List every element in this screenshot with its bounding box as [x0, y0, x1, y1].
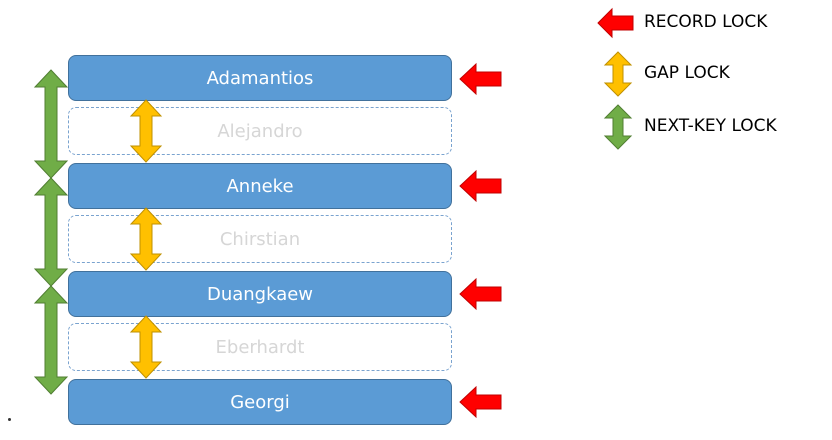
gap-row: Eberhardt	[68, 323, 452, 371]
next-key-lock-arrow-icon	[33, 285, 69, 395]
record-row: Adamantios	[68, 55, 452, 101]
record-row: Duangkaew	[68, 271, 452, 317]
legend-record-lock-icon	[597, 7, 634, 39]
gap-row: Alejandro	[68, 107, 452, 155]
record-lock-arrow-icon	[459, 169, 502, 203]
gap-row: Chirstian	[68, 215, 452, 263]
legend-next-key-lock-label: NEXT-KEY LOCK	[644, 116, 777, 136]
record-lock-arrow-icon	[459, 62, 502, 96]
legend-next-key-lock-icon	[603, 104, 633, 150]
next-key-lock-arrow-icon	[33, 69, 69, 179]
legend-gap-lock-label: GAP LOCK	[644, 63, 730, 83]
gap-lock-arrow-icon	[129, 315, 163, 379]
record-lock-arrow-icon	[459, 385, 502, 419]
record-row: Georgi	[68, 379, 452, 425]
gap-lock-arrow-icon	[129, 99, 163, 163]
legend-gap-lock-icon	[603, 51, 633, 97]
record-row: Anneke	[68, 163, 452, 209]
legend-record-lock-label: RECORD LOCK	[644, 12, 768, 32]
record-lock-arrow-icon	[459, 277, 502, 311]
bullet-dot	[8, 418, 11, 421]
next-key-lock-arrow-icon	[33, 177, 69, 287]
gap-lock-arrow-icon	[129, 207, 163, 271]
